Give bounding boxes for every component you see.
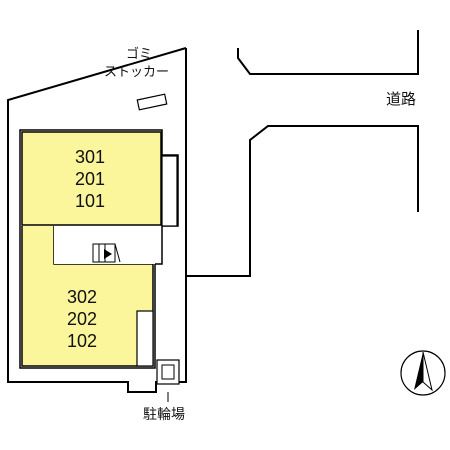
lower-unit-block-main — [22, 264, 153, 366]
staircase-icon — [92, 243, 121, 263]
unit-number: 201 — [74, 169, 106, 189]
north-arrow-icon — [400, 350, 446, 396]
upper-unit-annex — [161, 155, 178, 227]
upper-unit-numbers: 301 201 101 — [60, 148, 120, 210]
road-edge-lower — [186, 125, 419, 277]
garbage-stocker-label-line2: ストッカー — [104, 65, 170, 80]
road-label: 道路 — [386, 90, 417, 108]
unit-number: 202 — [66, 309, 98, 329]
lower-unit-numbers: 302 202 102 — [52, 288, 112, 350]
lower-unit-balcony — [136, 310, 154, 367]
garbage-stocker-box — [136, 93, 168, 111]
unit-number: 102 — [66, 331, 98, 351]
bicycle-parking-box — [156, 359, 180, 385]
upper-unit-block — [21, 131, 162, 226]
unit-number: 301 — [74, 147, 106, 167]
bicycle-parking-inner — [161, 364, 175, 380]
unit-number: 302 — [66, 287, 98, 307]
garbage-stocker-label-line1: ゴミ — [126, 47, 153, 62]
road-edge-upper — [237, 30, 419, 75]
bicycle-parking-label: 駐輪場 — [143, 407, 185, 423]
unit-number: 101 — [74, 191, 106, 211]
